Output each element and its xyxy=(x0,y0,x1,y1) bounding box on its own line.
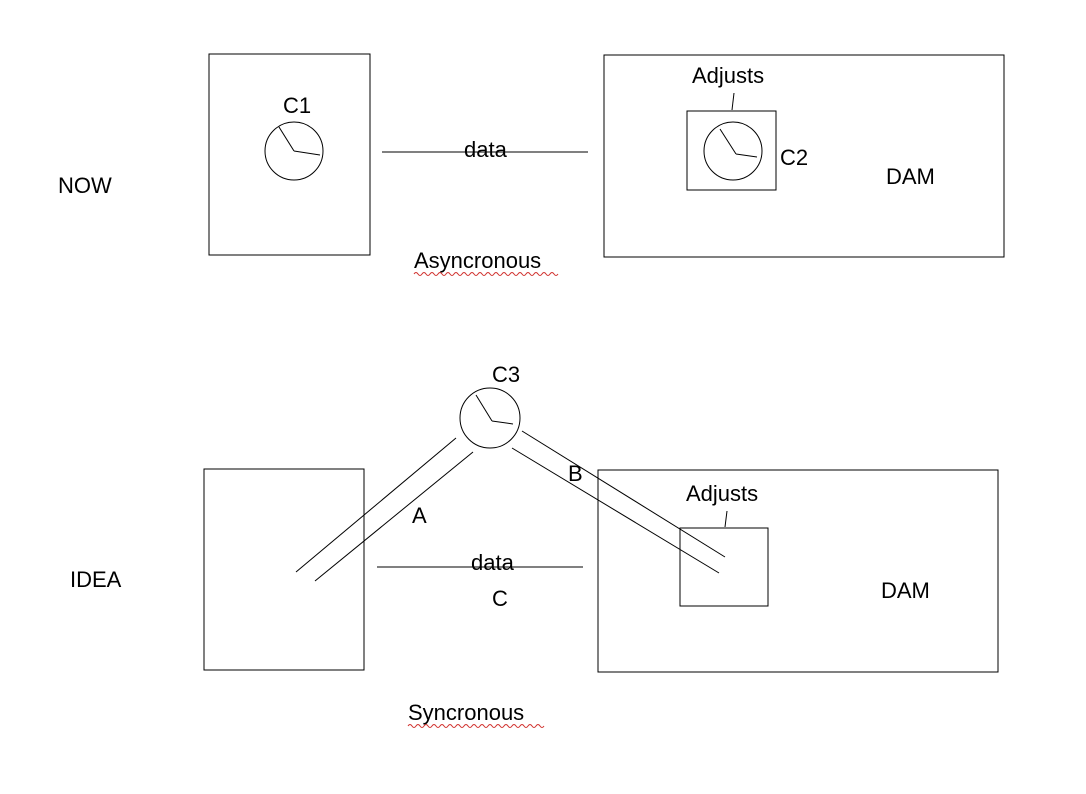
adjusts-label-bottom: Adjusts xyxy=(686,481,758,506)
idea-row-label: IDEA xyxy=(70,567,122,592)
clock-c3-label: C3 xyxy=(492,362,520,387)
clock-c1-icon xyxy=(264,121,324,181)
dam-label-bottom: DAM xyxy=(881,578,930,603)
link-a-line-outer xyxy=(295,437,457,573)
spellcheck-underline-sync xyxy=(407,724,545,728)
left-system-box-bottom xyxy=(203,468,365,671)
dam-box-top xyxy=(603,54,1005,258)
link-b-label: B xyxy=(568,461,583,486)
data-link-label: data xyxy=(464,137,508,162)
clock-c1-label: C1 xyxy=(283,93,311,118)
link-b-line-inner xyxy=(511,447,720,574)
dam-box-bottom xyxy=(597,469,999,673)
clock-c2-icon xyxy=(703,121,763,181)
spellcheck-underline-async xyxy=(413,272,559,276)
now-row-label: NOW xyxy=(58,173,112,198)
clock-c3-icon xyxy=(459,387,521,449)
adjust-box-bottom xyxy=(679,527,769,607)
sync-mode-label: Syncronous xyxy=(408,700,524,725)
adjust-box-top xyxy=(686,110,777,191)
left-system-box xyxy=(208,53,371,256)
link-b-line-outer xyxy=(521,430,726,558)
adjusts-label-top: Adjusts xyxy=(692,63,764,88)
link-a-line-inner xyxy=(314,451,474,582)
link-a-label: A xyxy=(412,503,427,528)
dam-label-top: DAM xyxy=(886,164,935,189)
link-c-label: C xyxy=(492,586,508,611)
adjusts-pointer-top xyxy=(731,92,735,111)
data-link-label-bottom: data xyxy=(471,550,515,575)
clock-c2-label: C2 xyxy=(780,145,808,170)
adjusts-pointer-bottom xyxy=(724,510,728,528)
async-mode-label: Asyncronous xyxy=(414,248,541,273)
